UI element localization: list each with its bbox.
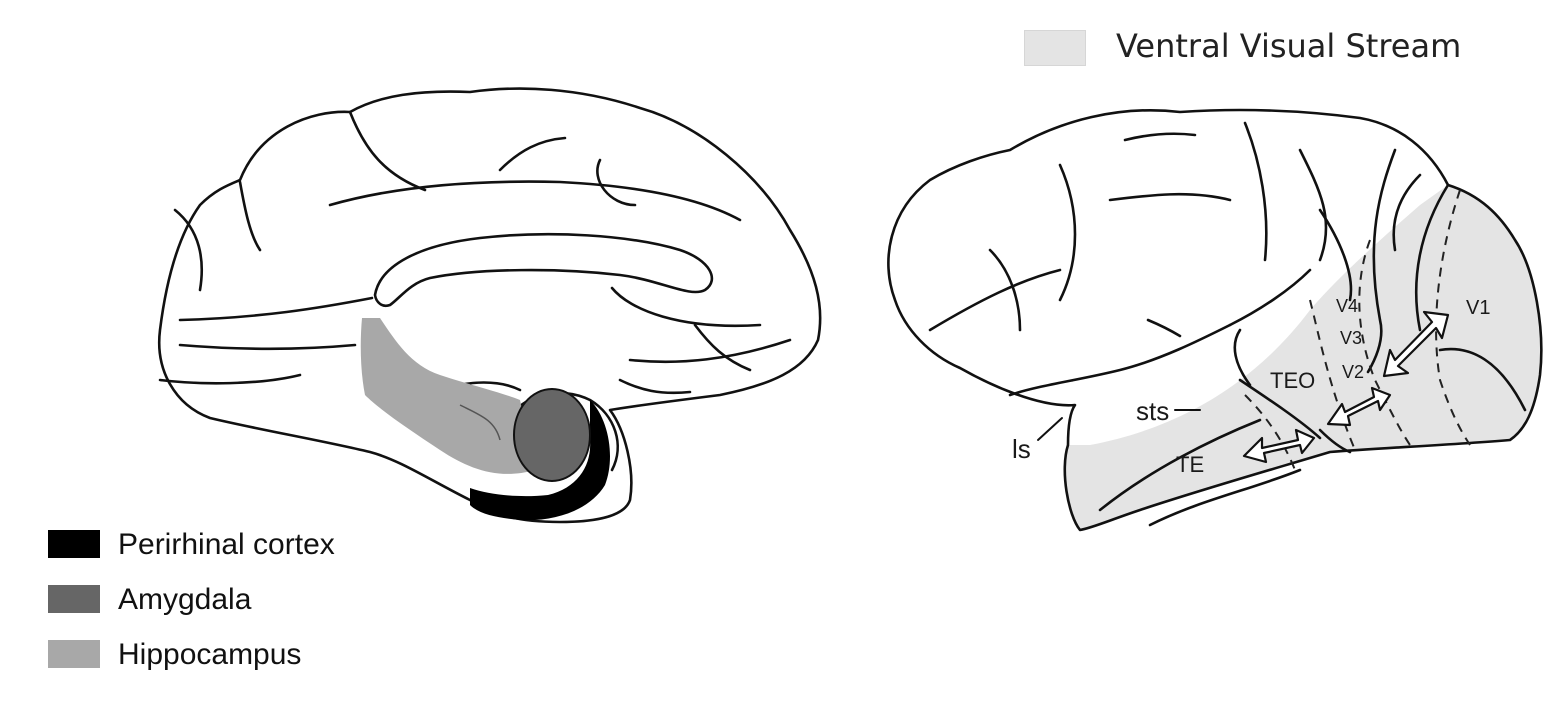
hippocampus-legend-label: Hippocampus [118, 640, 301, 670]
hippocampus-region [361, 318, 535, 474]
amygdala-swatch [48, 585, 100, 613]
corpus-callosum [375, 234, 712, 306]
amygdala-region [514, 389, 590, 481]
label-v4: V4 [1336, 296, 1358, 316]
perirhinal-swatch [48, 530, 100, 558]
lateral-sulcus [1010, 325, 1230, 395]
ventral-stream-swatch [1024, 30, 1086, 66]
label-v3: V3 [1340, 328, 1362, 348]
amygdala-legend-label: Amygdala [118, 585, 251, 615]
label-te: TE [1176, 452, 1204, 477]
label-teo: TEO [1270, 368, 1315, 393]
ventral-stream-region [1065, 185, 1541, 530]
ventral-stream-legend-label: Ventral Visual Stream [1116, 30, 1461, 62]
label-v2: V2 [1342, 362, 1364, 382]
label-sts: sts [1136, 396, 1169, 426]
perirhinal-legend-label: Perirhinal cortex [118, 530, 335, 560]
label-ls: ls [1012, 434, 1031, 464]
label-v1: V1 [1466, 297, 1490, 319]
hippocampus-swatch [48, 640, 100, 668]
cingulate-sulcus [330, 182, 740, 220]
